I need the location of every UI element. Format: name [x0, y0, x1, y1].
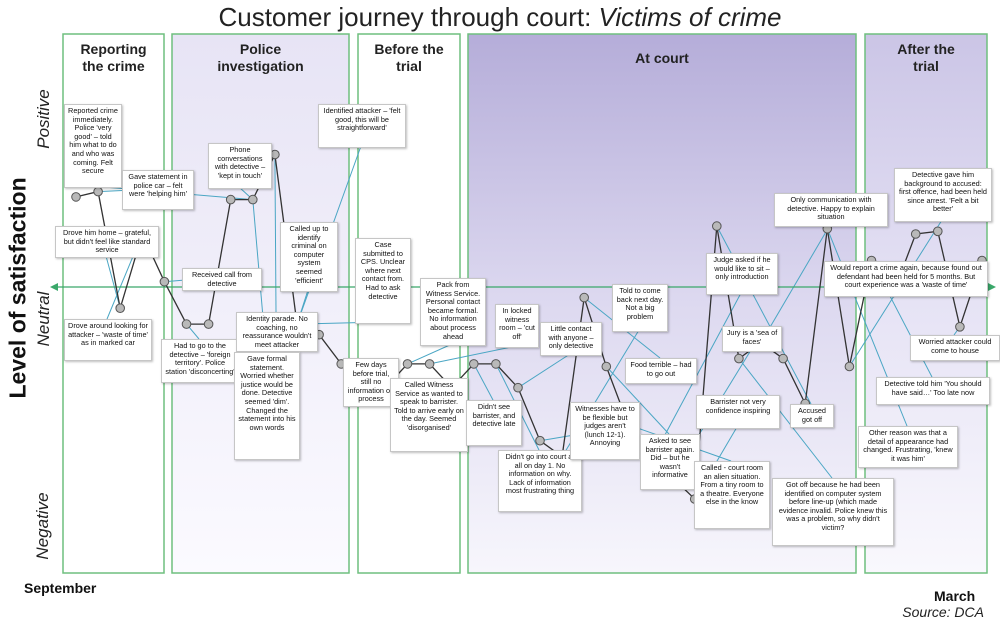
x-axis-end-label: March [934, 588, 976, 604]
note-leader-3 [105, 255, 121, 309]
data-point-1 [71, 192, 81, 202]
note-leader-23 [605, 366, 670, 435]
annotation-note-5: Received call from detective [182, 268, 262, 292]
data-point-17 [424, 359, 435, 369]
satisfaction-line [75, 152, 983, 501]
annotation-note-7: Phone conversations with detective – 'ke… [208, 143, 272, 189]
annotation-note-26: Jury is a 'sea of faces' [722, 326, 782, 352]
annotation-note-4: Drove around looking for attacker – 'was… [64, 319, 152, 361]
annotation-note-10: Identified attacker – 'felt good, this w… [318, 104, 406, 148]
note-leader-19 [517, 353, 571, 389]
annotation-note-12: Case submitted to CPS. Unclear where nex… [355, 238, 411, 324]
stage-label-1: Reporting the crime [80, 41, 147, 74]
y-axis-title: Level of satisfaction [4, 177, 31, 399]
stage-label-5: After the trial [897, 41, 955, 74]
note-leader-17 [473, 363, 494, 401]
annotation-note-32: Detective gave him background to accused… [894, 168, 992, 222]
y-axis-middle-label: Neutral [34, 291, 53, 347]
annotation-note-2: Gave statement in police car – felt were… [122, 170, 194, 210]
annotation-note-3: Drove him home – grateful, but didn't fe… [55, 226, 159, 258]
annotation-note-15: Pack from Witness Service. Personal cont… [420, 278, 486, 346]
data-point-36 [844, 361, 855, 372]
note-leader-16 [429, 345, 517, 365]
data-point-7 [203, 319, 214, 329]
annotation-note-8: Identity parade. No coaching, no reassur… [236, 312, 318, 353]
annotation-note-17: Didn't see barrister, and detective late [466, 400, 522, 446]
neutral-arrow-left [50, 283, 58, 291]
annotation-note-16: In locked witness room – 'cut off' [495, 304, 539, 348]
annotation-note-9: Gave formal statement. Worried whether j… [234, 352, 300, 460]
annotation-note-27: Barrister not very confidence inspiring [696, 395, 780, 429]
data-point-21 [513, 382, 523, 393]
annotation-note-20: Witnesses have to be flexible but judges… [570, 402, 640, 460]
data-point-8 [225, 194, 236, 205]
annotation-note-21: Told to come back next day. Not a big pr… [612, 284, 668, 332]
annotation-note-25: Judge asked if he would like to sit – on… [706, 253, 778, 295]
data-point-25 [601, 361, 612, 372]
data-point-39 [910, 229, 921, 239]
annotation-note-18: Didn't go into court at all on day 1. No… [498, 450, 582, 512]
chart-title: Customer journey through court: Victims … [218, 2, 782, 32]
annotation-note-1: Reported crime immediately. Police 'very… [64, 104, 122, 188]
data-point-9 [248, 194, 258, 205]
note-leader-8 [274, 154, 277, 313]
annotation-note-11: Called up to identify criminal on comput… [280, 222, 338, 292]
annotation-note-34: Detective told him 'You should have said… [876, 377, 990, 405]
annotation-note-23: Asked to see barrister again. Did – but … [640, 434, 700, 490]
note-leader-30 [760, 224, 831, 343]
source-credit: Source: DCA [902, 604, 984, 620]
data-point-6 [181, 319, 192, 329]
data-point-16 [402, 359, 413, 369]
data-point-40 [933, 226, 943, 237]
data-point-5 [159, 276, 170, 287]
data-point-41 [955, 322, 965, 332]
data-point-33 [778, 353, 788, 364]
neutral-arrow-right [988, 283, 996, 291]
annotation-note-28: Accused got off [790, 404, 834, 428]
data-point-3 [115, 303, 125, 314]
annotation-note-22: Food terrible – had to go out [625, 358, 697, 384]
data-point-20 [491, 359, 501, 369]
annotation-note-33: Would report a crime again, because foun… [824, 261, 988, 297]
y-axis-top-label: Positive [34, 89, 53, 149]
stage-label-4: At court [635, 50, 689, 66]
annotation-note-14: Called Witness Service as wanted to spea… [390, 378, 468, 452]
annotation-note-19: Little contact with anyone – only detect… [540, 322, 602, 356]
data-point-19 [469, 359, 479, 369]
data-point-24 [579, 292, 590, 303]
annotation-note-24: Called - court room an alien situation. … [694, 461, 770, 529]
annotation-note-35: Worried attacker could come to house [910, 335, 1000, 361]
note-leader-15 [407, 343, 453, 365]
data-point-2 [93, 186, 103, 197]
data-point-30 [712, 221, 722, 231]
annotation-note-6: Had to go to the detective – 'foreign te… [161, 339, 239, 383]
annotation-note-31: Other reason was that a detail of appear… [858, 426, 958, 468]
stage-label-3: Before the trial [374, 41, 444, 74]
x-axis-start-label: September [24, 580, 97, 596]
data-point-22 [535, 435, 545, 446]
annotation-note-30: Only communication with detective. Happy… [774, 193, 888, 227]
y-axis-bottom-label: Negative [33, 492, 52, 560]
note-leader-29 [738, 358, 833, 479]
annotation-note-29: Got off because he had been identified o… [772, 478, 894, 546]
data-point-31 [734, 353, 744, 364]
stage-label-2: Police investigation [217, 41, 304, 74]
